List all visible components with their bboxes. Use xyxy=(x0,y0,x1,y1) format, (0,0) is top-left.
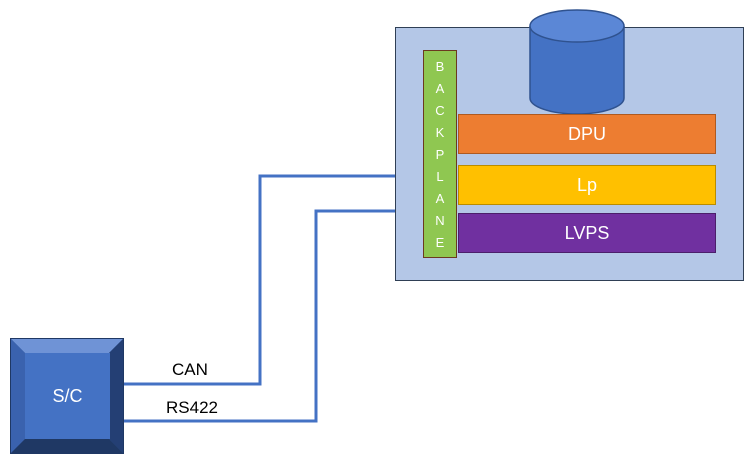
backplane-letter: C xyxy=(435,102,445,118)
rs422-link-label: RS422 xyxy=(166,398,218,417)
backplane-letter: E xyxy=(435,234,445,250)
spacecraft-label: S/C xyxy=(25,353,110,439)
dpu-layer: DPU xyxy=(458,114,716,154)
backplane-letter: B xyxy=(435,58,445,74)
spacecraft-bevel xyxy=(10,338,124,454)
backplane: B A C K P L A N E xyxy=(423,50,457,258)
backplane-letter: P xyxy=(435,146,445,162)
backplane-letter: A xyxy=(435,190,445,206)
backplane-letter: A xyxy=(435,80,445,96)
backplane-letter: L xyxy=(436,168,444,184)
lvps-layer: LVPS xyxy=(458,213,716,253)
lp-layer: Lp xyxy=(458,165,716,205)
storage-cylinder-icon xyxy=(529,9,625,115)
can-link-label: CAN xyxy=(172,360,208,379)
backplane-letter: K xyxy=(435,124,445,140)
backplane-letter: N xyxy=(435,212,445,228)
rs422-link-line xyxy=(124,209,397,423)
can-link-line xyxy=(124,174,397,386)
